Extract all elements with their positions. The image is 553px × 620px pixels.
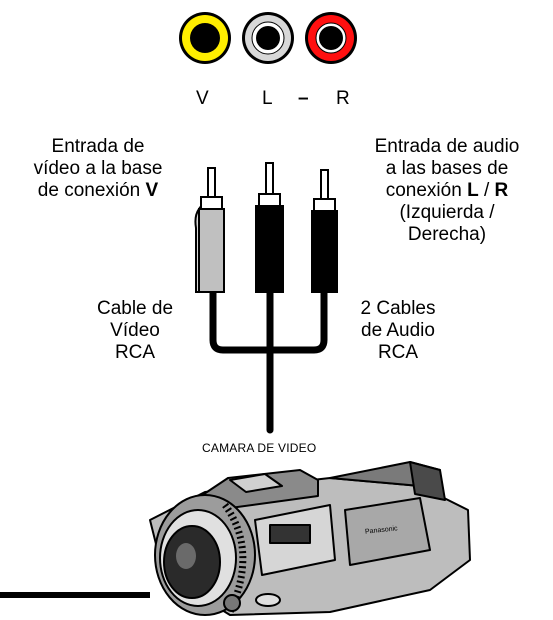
audio-cable-line3: RCA xyxy=(377,342,419,363)
audio-input-line3-text: conexión xyxy=(385,180,462,201)
audio-input-line3-sep: / xyxy=(483,180,490,201)
audio-cable-line2: de Audio xyxy=(361,320,435,341)
video-cable-label: Cable de Vídeo RCA xyxy=(70,298,200,364)
camera-title: CAMARA DE VIDEO xyxy=(202,441,317,455)
video-cable-line1: Cable de xyxy=(96,298,174,319)
video-input-line3-bold: V xyxy=(145,180,159,201)
audio-input-line1: Entrada de audio xyxy=(374,136,520,157)
audio-cable-label: 2 Cables de Audio RCA xyxy=(338,298,458,364)
jack-label-r: R xyxy=(336,88,350,109)
audio-cable-line1: 2 Cables xyxy=(360,298,436,319)
jack-label-dash: – xyxy=(298,88,309,109)
video-input-line3-text: de conexión xyxy=(37,180,141,201)
plug-video xyxy=(194,167,225,293)
video-input-label: Entrada de vídeo a la base de conexión V xyxy=(8,136,188,202)
audio-input-line5: Derecha) xyxy=(407,224,487,245)
jack-label-v: V xyxy=(196,88,209,109)
camcorder-illustration xyxy=(149,461,471,616)
video-input-line2: vídeo a la base xyxy=(33,158,163,179)
plug-audio-left xyxy=(255,162,284,293)
jack-video-yellow xyxy=(179,12,231,64)
audio-input-label: Entrada de audio a las bases de conexión… xyxy=(352,136,542,246)
jack-audio-left-white xyxy=(242,12,294,64)
plug-audio-right xyxy=(311,169,338,293)
audio-input-line3-l: L xyxy=(467,180,479,201)
video-cable-line2: Vídeo xyxy=(110,320,160,341)
jack-audio-right-red xyxy=(305,12,357,64)
video-input-line1: Entrada de xyxy=(51,136,145,157)
rca-cables xyxy=(209,281,328,434)
jack-label-l: L xyxy=(262,88,273,109)
audio-input-line2: a las bases de xyxy=(385,158,509,179)
video-input-line3: de conexión V xyxy=(8,180,188,202)
audio-input-line4: (Izquierda / xyxy=(399,202,495,223)
video-cable-line3: RCA xyxy=(114,342,156,363)
audio-input-line3: conexión L / R xyxy=(352,180,542,202)
audio-input-line3-r: R xyxy=(494,180,509,201)
